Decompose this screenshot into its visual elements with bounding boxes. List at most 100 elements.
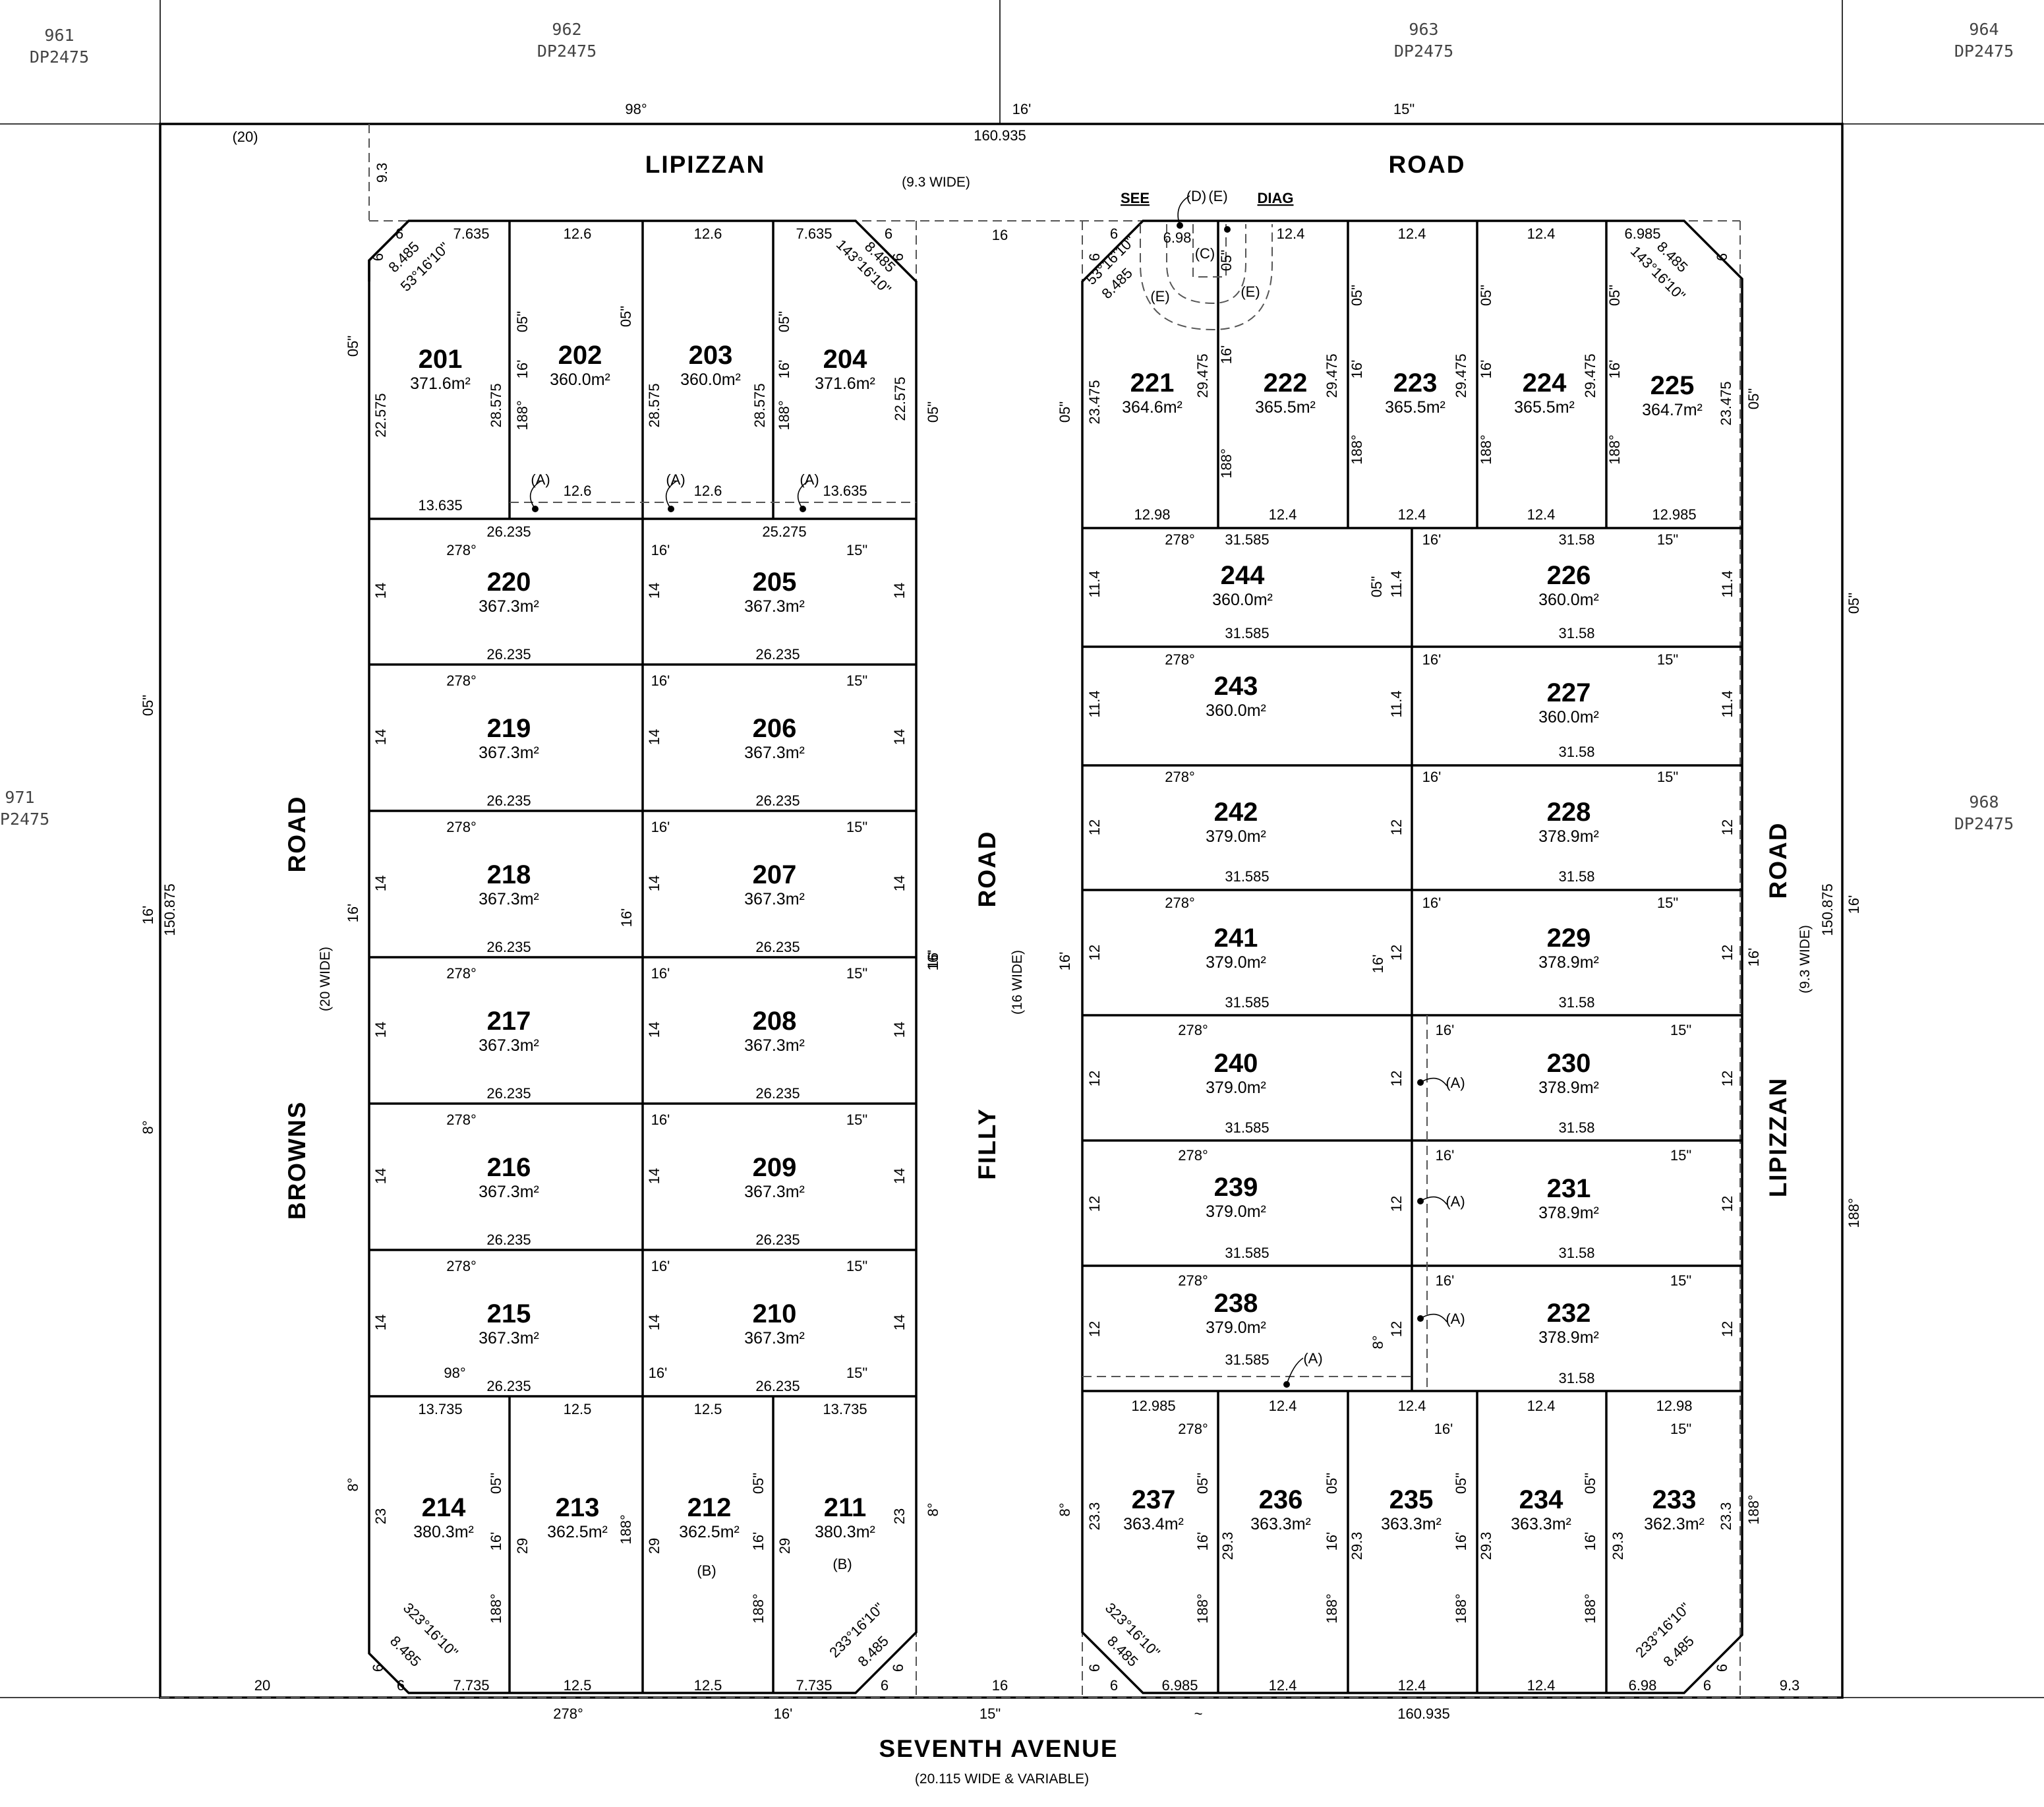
road-labels: LIPIZZAN ROAD (9.3 WIDE) BROWNS ROAD (20… — [283, 151, 1813, 1787]
dim: 29 — [514, 1538, 531, 1554]
lot-number: 220 — [487, 568, 531, 597]
road-name-road: ROAD — [1389, 151, 1466, 178]
dim: 12.5 — [694, 1677, 722, 1694]
dim: 16' — [1436, 1147, 1455, 1164]
dim: 05" — [750, 1473, 767, 1494]
dim: 6 — [881, 1677, 889, 1694]
dim: 13.635 — [418, 497, 462, 514]
dim: 11.4 — [1388, 690, 1405, 717]
dim: 31.58 — [1558, 994, 1594, 1011]
neighbour-id: 968 — [1969, 792, 1999, 812]
dim: 14 — [891, 875, 908, 891]
dim: 16' — [618, 908, 635, 928]
dim: 278° — [1165, 769, 1195, 785]
dim: 05" — [1324, 1473, 1340, 1494]
lot-number: 209 — [753, 1153, 797, 1182]
lot-number: 243 — [1214, 672, 1258, 701]
dim: 16' — [1422, 769, 1442, 785]
dim: 31.585 — [1225, 1351, 1269, 1368]
dim: 12 — [1719, 1321, 1736, 1337]
dim: 12.4 — [1527, 1677, 1556, 1694]
dim: 7.735 — [796, 1677, 832, 1694]
dim: 7.635 — [453, 225, 489, 242]
dim: 6 — [890, 1664, 906, 1672]
dim: 188° — [514, 400, 531, 430]
lot-number: 236 — [1259, 1485, 1303, 1514]
dim: 22.575 — [892, 376, 908, 421]
dim: 12.5 — [694, 1401, 722, 1417]
dim: 6 — [1110, 1677, 1118, 1694]
note-a: (A) — [1445, 1311, 1465, 1327]
note-e: (E) — [1241, 283, 1260, 300]
dim: 12.6 — [694, 483, 722, 499]
lot-number: 229 — [1547, 924, 1591, 953]
dim: 16' — [1194, 1532, 1211, 1551]
dim: 16' — [651, 1258, 670, 1274]
dim: 31.58 — [1558, 868, 1594, 885]
dim: 12 — [1719, 1071, 1736, 1086]
lot-area: 378.9m² — [1538, 1328, 1599, 1347]
dim: 6.985 — [1624, 225, 1660, 242]
dim: 16' — [514, 360, 531, 379]
dim: 15" — [1670, 1147, 1691, 1164]
lot-area: 364.7m² — [1642, 401, 1703, 419]
dim: 12.4 — [1269, 1677, 1297, 1694]
lot-number: 242 — [1214, 798, 1258, 827]
dim: 16' — [1012, 101, 1032, 117]
dim: 28.575 — [646, 383, 662, 427]
lot-number: 211 — [824, 1493, 867, 1522]
lot-number: 207 — [753, 860, 797, 889]
dim: 188° — [1218, 448, 1235, 479]
neighbour-id: 963 — [1409, 20, 1438, 39]
lot-area: 360.0m² — [1538, 708, 1599, 726]
lot-number: 235 — [1389, 1485, 1434, 1514]
dim: 6 — [1714, 253, 1730, 261]
dim: 14 — [646, 1168, 662, 1184]
dim: 150.875 — [161, 883, 178, 936]
dim: 14 — [646, 875, 662, 891]
dim: 188° — [750, 1593, 767, 1624]
lot-number: 218 — [487, 860, 531, 889]
dim: 278° — [553, 1705, 583, 1722]
dim: 11.4 — [1719, 570, 1736, 597]
lot-area: 367.3m² — [479, 1036, 539, 1055]
road-width: (20.115 WIDE & VARIABLE) — [915, 1771, 1089, 1787]
dim: 278° — [446, 819, 477, 835]
lot-number: 239 — [1214, 1173, 1258, 1202]
lot-number: 213 — [556, 1493, 600, 1522]
dim: 15" — [846, 965, 867, 982]
lot-area: 360.0m² — [1206, 701, 1266, 720]
dim: 14 — [372, 729, 389, 745]
lot-area: 362.3m² — [1644, 1515, 1705, 1533]
dim: 15" — [979, 1705, 1001, 1722]
dim: 16' — [1324, 1532, 1340, 1551]
lot-number: 240 — [1214, 1049, 1258, 1078]
dim: 6 — [885, 225, 892, 242]
lot-number: 223 — [1393, 369, 1438, 398]
dim: 16' — [776, 360, 792, 379]
dim: 16' — [1453, 1532, 1469, 1551]
lot-number: 230 — [1547, 1049, 1591, 1078]
lot-area: 367.3m² — [479, 1329, 539, 1348]
dim: 29.475 — [1582, 353, 1598, 398]
dim: 98° — [444, 1365, 465, 1381]
dim: 12 — [1086, 1321, 1103, 1337]
dim: 14 — [372, 1315, 389, 1330]
dim: 20 — [254, 1677, 270, 1694]
dim: 8° — [925, 1502, 941, 1516]
dim: 05" — [1745, 388, 1762, 409]
dim: 16' — [140, 906, 156, 925]
dim: 16' — [488, 1532, 504, 1551]
dim: 278° — [446, 672, 477, 689]
lot-area: 367.3m² — [744, 1329, 805, 1348]
road-name-browns: BROWNS — [283, 1101, 310, 1220]
dim: 12.98 — [1134, 506, 1170, 523]
note-a: (A) — [1303, 1350, 1322, 1367]
dim: 6.98 — [1629, 1677, 1657, 1694]
dim: 22.575 — [372, 393, 389, 437]
dim: 16' — [651, 819, 670, 835]
neighbour-plan: DP2475 — [1954, 42, 2014, 61]
diagram-notes: SEE DIAG (D) (E) (C) (E) (E) (A) (A) (A)… — [531, 188, 1465, 1579]
lot-area: 360.0m² — [550, 370, 610, 389]
lot-area: 360.0m² — [1212, 591, 1273, 609]
